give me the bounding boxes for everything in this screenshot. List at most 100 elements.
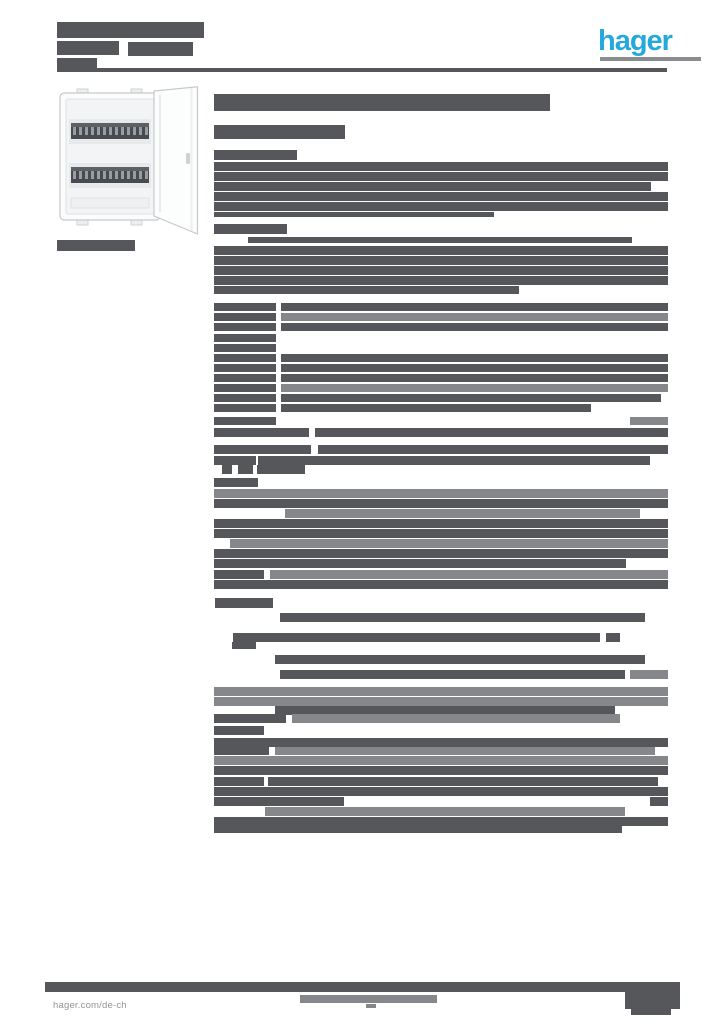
redacted-text-bar [214,212,494,217]
redacted-text-bar [214,445,311,454]
redacted-text-bar [214,162,668,171]
redacted-text-bar [606,633,620,642]
hager-logo: hager [598,25,673,57]
redacted-text-bar [214,826,622,833]
redacted-text-bar [630,670,668,679]
redacted-text-bar [214,559,626,568]
redacted-text-bar [214,817,668,826]
redacted-text-bar [214,286,519,294]
redacted-text-bar [265,807,625,816]
redacted-text-bar [214,726,264,735]
redacted-text-bar [214,756,668,765]
redacted-text-bar [275,747,655,755]
door-handle [186,153,190,164]
redacted-text-bar [214,519,668,528]
redacted-text-bar [222,465,232,474]
redacted-text-bar [214,797,344,806]
distribution-board-illustration [59,86,199,235]
redacted-text-bar [214,323,276,331]
redacted-text-bar [214,303,276,311]
redacted-text-bar [214,202,668,211]
redacted-text-bar [214,417,276,425]
product-image [57,86,202,238]
redacted-text-bar [214,313,276,321]
redacted-text-bar [631,1009,671,1015]
redacted-text-bar [281,404,591,412]
redacted-text-bar [214,404,276,412]
redacted-text-bar [292,714,620,723]
redacted-text-bar [275,706,615,715]
redacted-text-bar [233,633,600,642]
redacted-text-bar [214,580,668,589]
redacted-text-bar [268,777,658,786]
redacted-text-bar [214,489,668,498]
redacted-text-bar [281,323,668,331]
redacted-text-bar [214,224,287,234]
redacted-text-bar [257,465,305,474]
redacted-text-bar [57,22,204,38]
footer-url-link[interactable]: hager.com/de-ch [47,994,177,1016]
redacted-text-bar [275,655,645,664]
redacted-text-bar [57,68,667,72]
redacted-text-bar [630,417,668,425]
redacted-text-bar [214,374,276,382]
din-slot-row [69,119,151,144]
redacted-text-bar [650,797,668,806]
redacted-text-bar [214,428,309,437]
redacted-text-bar [214,125,345,139]
redacted-text-bar [45,982,680,992]
redacted-text-bar [214,738,668,747]
redacted-text-bar [214,478,258,487]
redacted-text-bar [214,529,668,538]
redacted-text-bar [214,549,668,558]
redacted-text-bar [318,445,668,454]
redacted-text-bar [214,334,276,342]
redacted-text-bar [248,237,632,243]
redacted-text-bar [625,985,680,1009]
redacted-text-bar [258,456,650,465]
din-slot-row [69,163,151,188]
redacted-text-bar [281,364,668,372]
redacted-text-bar [281,384,668,392]
redacted-text-bar [215,598,273,608]
redacted-text-bar [281,354,668,362]
redacted-text-bar [214,182,651,191]
redacted-text-bar [214,499,668,508]
redacted-text-bar [214,246,668,255]
redacted-text-bar [238,465,253,474]
redacted-text-bar [214,746,269,755]
redacted-text-bar [214,256,668,265]
cabinet-inner-frame [65,98,155,215]
redacted-text-bar [214,394,276,402]
redacted-text-bar [214,687,668,696]
redacted-text-bar [128,42,193,56]
redacted-text-bar [285,509,640,518]
redacted-text-bar [214,94,550,111]
redacted-text-bar [214,192,668,201]
redacted-text-bar [300,995,437,1003]
redacted-text-bar [232,642,256,649]
redacted-text-bar [214,150,297,160]
redacted-text-bar [214,384,276,392]
redacted-text-bar [315,428,668,437]
cabinet-knockout [70,197,150,209]
redacted-text-bar [214,344,276,352]
redacted-text-bar [214,714,286,723]
redacted-text-bar [281,303,668,311]
redacted-text-bar [214,787,668,796]
redacted-text-bar [57,41,119,55]
redacted-text-bar [270,570,668,579]
redacted-text-bar [366,1004,376,1008]
redacted-text-bar [214,456,256,465]
redacted-text-bar [214,697,668,706]
redacted-text-bar [57,240,135,251]
redacted-text-bar [280,613,645,622]
redacted-text-bar [214,364,276,372]
redacted-text-bar [57,58,97,68]
redacted-text-bar [214,354,276,362]
logo-underline [600,57,701,61]
redacted-text-bar [281,374,668,382]
redacted-text-bar [281,394,661,402]
redacted-text-bar [214,172,668,181]
